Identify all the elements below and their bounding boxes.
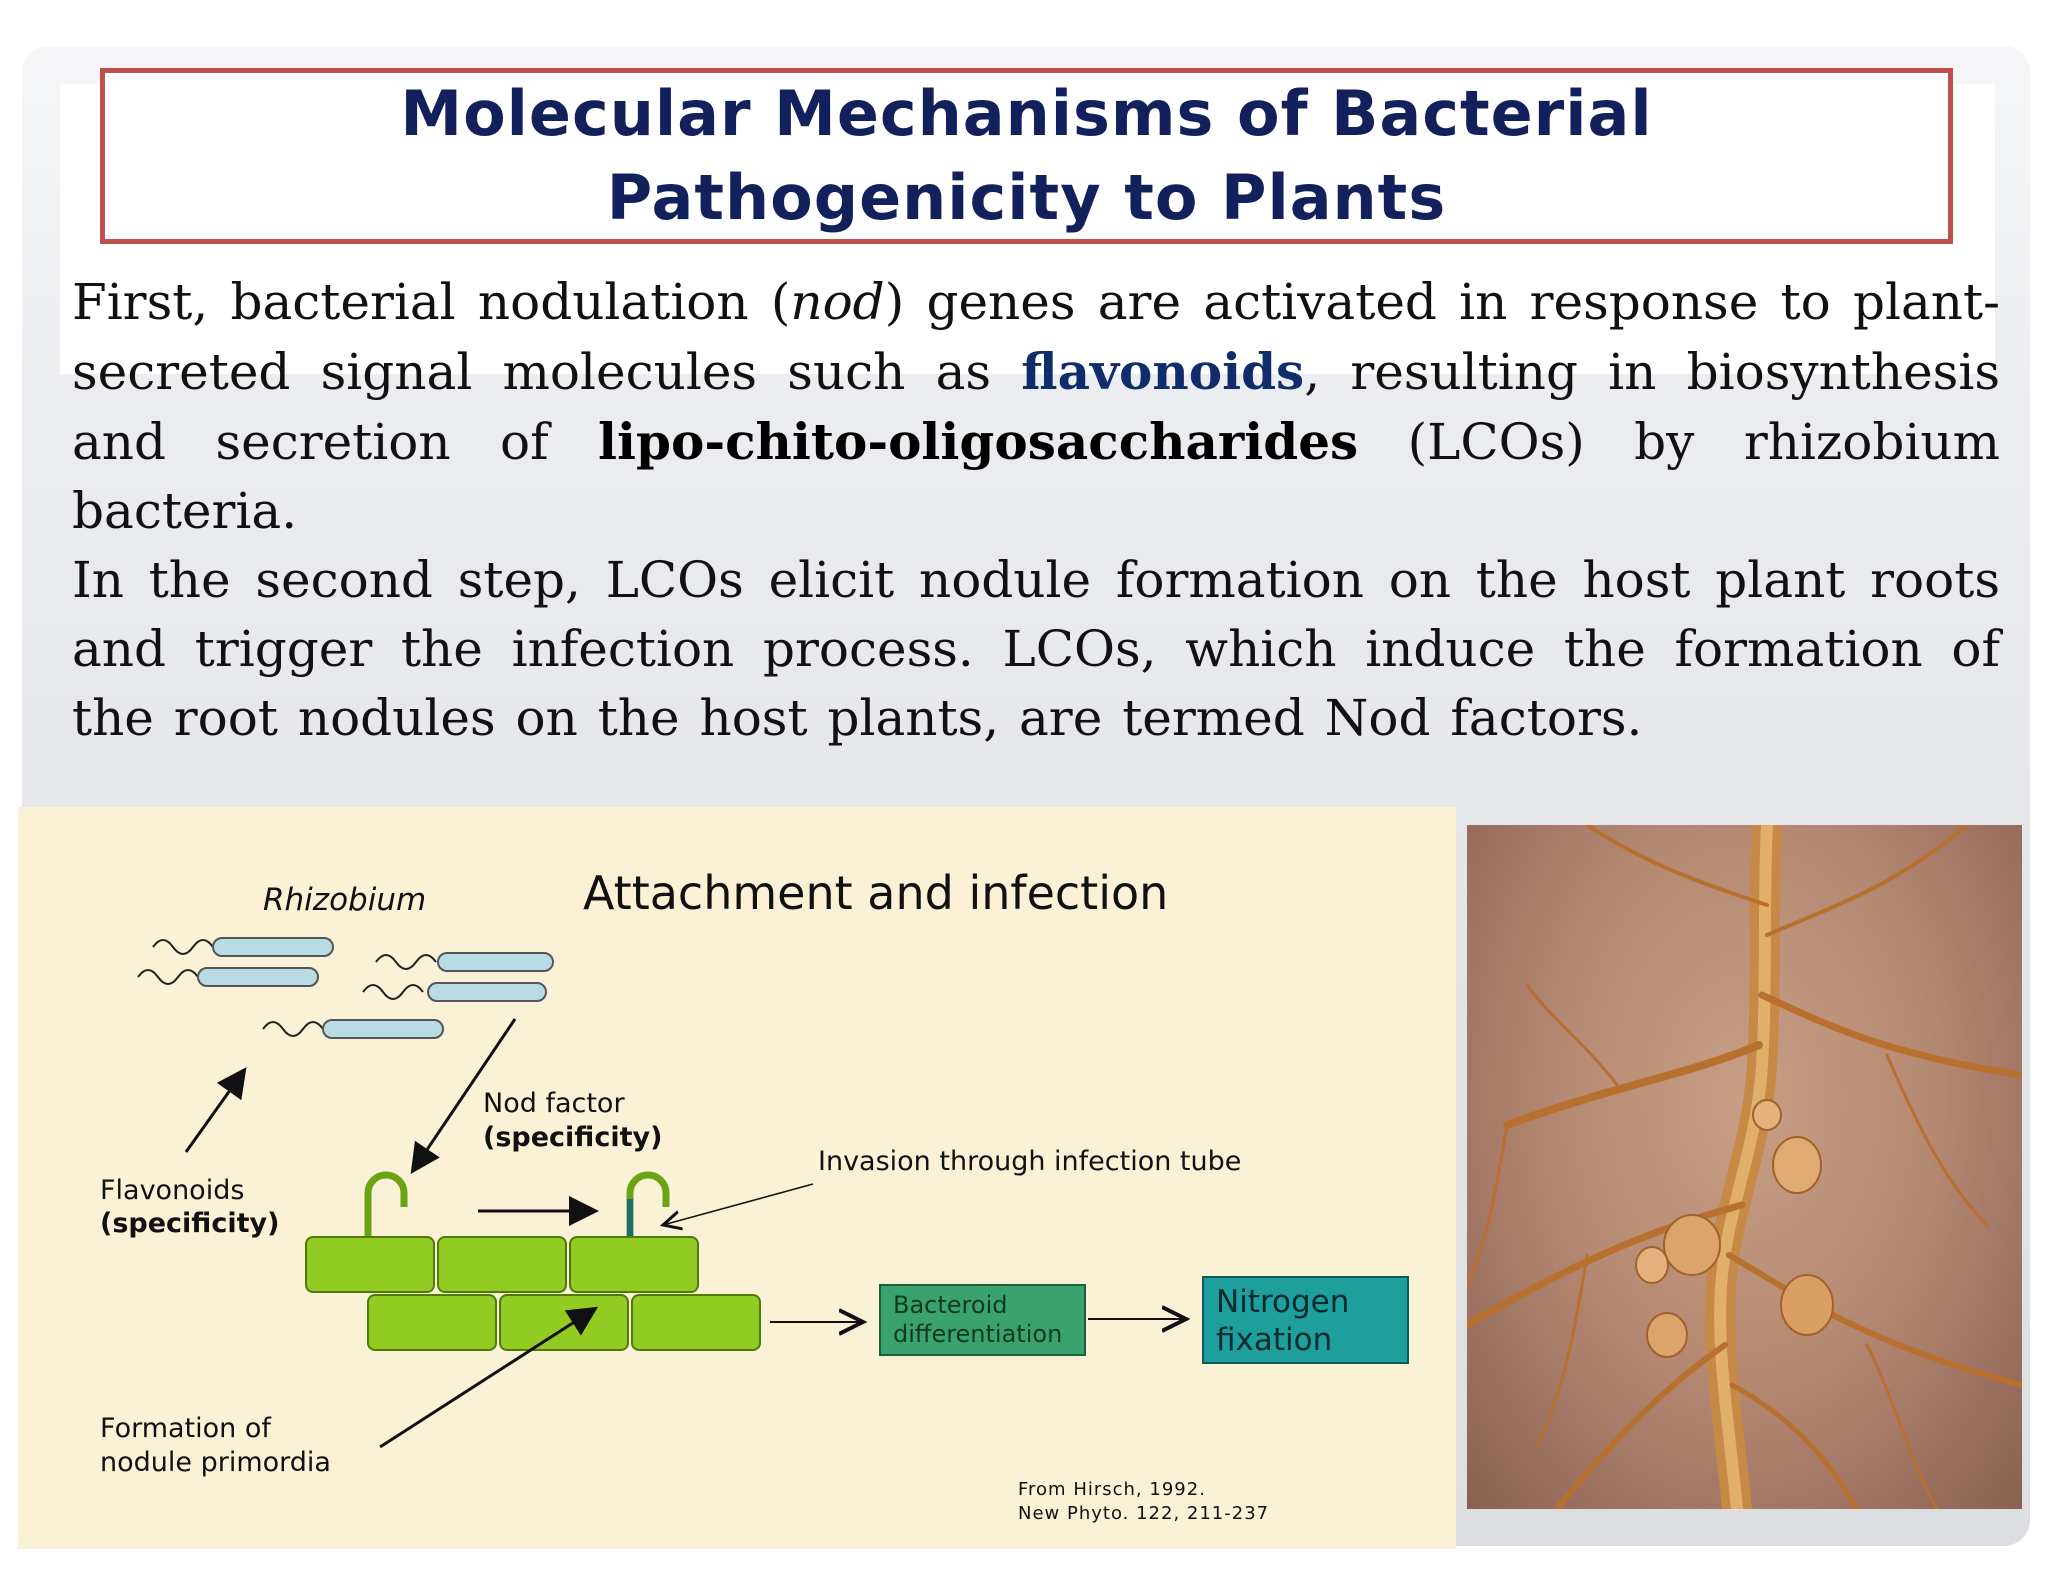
formation-line-1: Formation of — [100, 1413, 272, 1444]
bacterium — [137, 967, 319, 987]
paragraph1-text-b: ) genes are activated in response to pla… — [72, 273, 2000, 401]
nitrogen-box — [1202, 1276, 1409, 1364]
citation-line-2: New Phyto. 122, 211-237 — [1018, 1503, 1269, 1524]
keyword-lco: lipo-chito-oligosaccharides — [598, 412, 1359, 471]
bacteroid-line-2: differentiation — [893, 1320, 1062, 1348]
diagram-drawing: Rhizobium Attachment and infection Nod f… — [100, 866, 1409, 1524]
citation-line-1: From Hirsch, 1992. — [1018, 1479, 1206, 1500]
invasion-label: Invasion through infection tube — [818, 1146, 1241, 1177]
bacteroid-box — [879, 1284, 1086, 1356]
plant-cells — [305, 1236, 761, 1351]
infection-diagram: Rhizobium Attachment and infection Nod f… — [18, 807, 1456, 1549]
paragraph1-text-d: (LCOs) by rhizobium bacteria. — [72, 413, 2000, 540]
title-box: Molecular Mechanisms of Bacterial Pathog… — [100, 68, 1953, 244]
diagram-title: Attachment and infection — [583, 866, 1168, 920]
plant-cell — [499, 1294, 629, 1351]
formation-line-2: nodule primordia — [100, 1447, 331, 1478]
nod-factor-specificity: (specificity) — [483, 1122, 662, 1153]
paragraph1-text-c: , resulting in biosynthesis and secretio… — [72, 343, 2000, 471]
plant-cell — [569, 1236, 699, 1293]
bacterium — [152, 937, 334, 957]
flavonoids-label: Flavonoids — [100, 1175, 244, 1206]
rhizobium-bacteria — [137, 937, 554, 1039]
root-nodules-photo-icon — [1467, 825, 2022, 1509]
bacterium — [362, 982, 547, 1002]
root-hair-infected — [626, 1171, 670, 1239]
plant-cell — [305, 1236, 435, 1293]
nod-italic: nod — [790, 273, 885, 331]
bacterium — [375, 952, 554, 972]
bacteroid-line-1: Bacteroid — [893, 1291, 1007, 1319]
flavonoid-arrow — [184, 1067, 247, 1153]
body-text: First, bacterial nodulation (nod) genes … — [72, 268, 2000, 753]
bacterium — [262, 1019, 444, 1039]
flavonoids-specificity: (specificity) — [100, 1208, 279, 1239]
nodule-primordia-arrow — [379, 1306, 599, 1449]
root-hair — [364, 1171, 408, 1239]
plant-cell — [437, 1236, 567, 1293]
plant-cell — [367, 1294, 497, 1351]
slide-title-line-1: Molecular Mechanisms of Bacterial — [400, 77, 1653, 150]
paragraph1-text-a: First, bacterial nodulation ( — [72, 273, 791, 331]
rhizobium-label: Rhizobium — [263, 882, 426, 918]
paragraph-second-step: In the second step, LCOs elicit nodule f… — [72, 551, 2000, 747]
plant-cell — [631, 1294, 761, 1351]
slide-title-line-2: Pathogenicity to Plants — [606, 161, 1447, 234]
nitrogen-line-1: Nitrogen — [1216, 1284, 1349, 1320]
root-nodules-photo — [1467, 825, 2022, 1509]
nod-factor-label: Nod factor — [483, 1088, 625, 1119]
invasion-arrow — [663, 1183, 814, 1225]
paragraph-first-step: First, bacterial nodulation (nod) genes … — [72, 268, 2000, 546]
nitrogen-line-2: fixation — [1216, 1322, 1332, 1358]
nod-factor-arrow — [410, 1018, 517, 1174]
keyword-flavonoids: flavonoids — [1021, 342, 1305, 401]
